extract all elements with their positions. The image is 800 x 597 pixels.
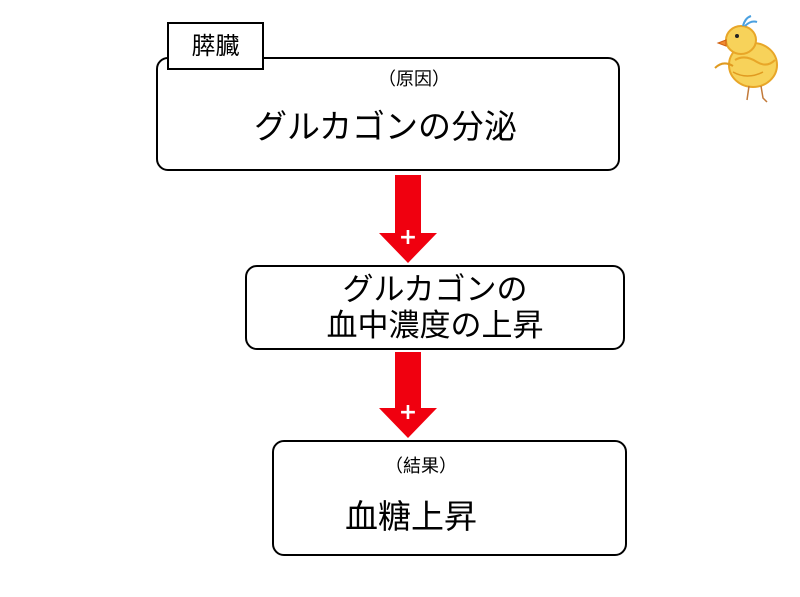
arrow-shaft [395, 352, 421, 408]
arrow-cause-to-middle: + [379, 175, 437, 263]
middle-text-line2: 血中濃度の上昇 [326, 308, 544, 344]
plus-sign: + [398, 400, 418, 425]
result-text: 血糖上昇 [345, 497, 477, 536]
arrow-shaft [395, 175, 421, 233]
result-tag: （結果） [385, 456, 457, 477]
result-box [272, 440, 627, 556]
cause-box [156, 57, 620, 171]
organ-label: 膵臓 [167, 22, 264, 70]
chick-icon [714, 15, 778, 103]
cause-tag: （原因） [378, 69, 450, 90]
plus-sign: + [398, 225, 418, 250]
middle-box: グルカゴンの 血中濃度の上昇 [245, 265, 625, 350]
arrow-middle-to-result: + [379, 352, 437, 438]
arrow-head [379, 408, 437, 438]
cause-text: グルカゴンの分泌 [254, 107, 518, 146]
middle-text-line1: グルカゴンの [342, 272, 528, 308]
arrow-head [379, 233, 437, 263]
